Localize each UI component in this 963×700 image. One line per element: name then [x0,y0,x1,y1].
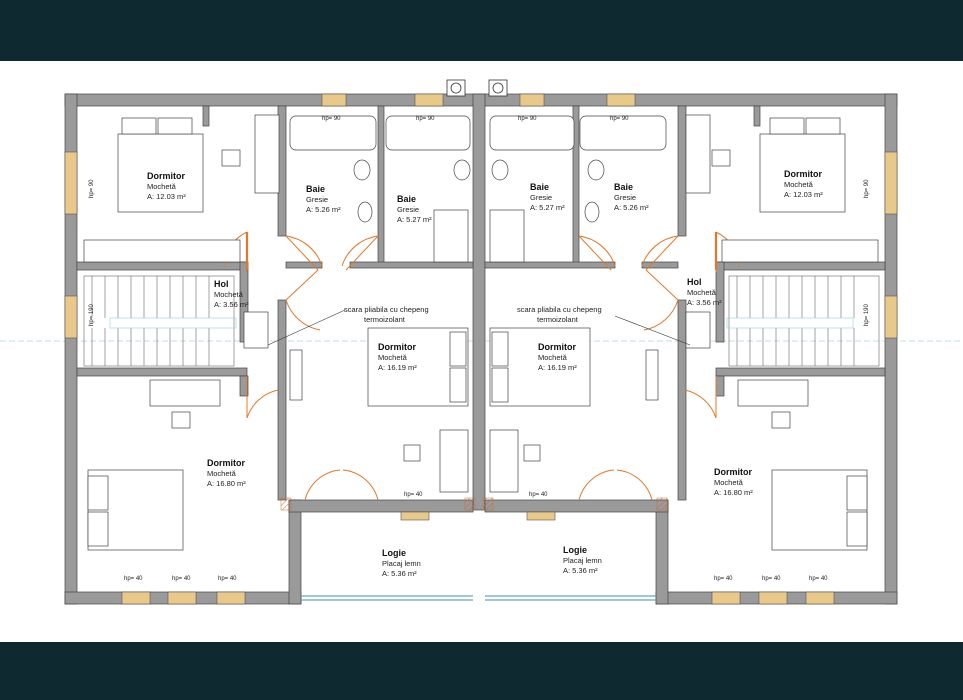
chimney-icon [446,79,508,97]
room-floor-baie1: Gresie [306,195,328,204]
logie-railing [301,595,656,601]
room-area-dorm3: A: 16.19 m² [378,363,417,372]
room-name-logie1: Logie [382,548,406,558]
room-area-dorm4: A: 16.19 m² [538,363,577,372]
room-floor-dorm5: Mochetă [207,469,237,478]
room-name-baie4: Baie [614,182,633,192]
door-leaves [245,232,718,270]
room-area-logie1: A: 5.36 m² [382,569,417,578]
window-label: hp= 40 [529,492,548,498]
room-name-dorm4: Dormitor [538,342,576,352]
room-floor-hol1: Mochetă [214,290,244,299]
window-label: hp= 190 [864,303,870,326]
room-floor-logie1: Placaj lemn [382,559,421,568]
room-area-baie3: A: 5.27 m² [530,203,565,212]
window-label: hp= 90 [610,116,629,122]
room-name-dorm3: Dormitor [378,342,416,352]
window-label: hp= 40 [809,576,828,582]
room-area-logie2: A: 5.36 m² [563,566,598,575]
room-floor-dorm3: Mochetă [378,353,408,362]
room-floor-baie4: Gresie [614,193,636,202]
window-label: hp= 40 [218,576,237,582]
room-area-dorm1: A: 12.03 m² [147,192,186,201]
stair-note-1-line2: termoizolant [364,315,406,324]
leader-lines [267,309,691,346]
room-floor-baie3: Gresie [530,193,552,202]
top-band [0,0,963,61]
room-name-dorm5: Dormitor [207,458,245,468]
window-label: hp= 40 [172,576,191,582]
room-area-baie2: A: 5.27 m² [397,215,432,224]
room-floor-dorm2: Mochetă [784,180,814,189]
room-area-baie1: A: 5.26 m² [306,205,341,214]
window-label: hp= 40 [762,576,781,582]
room-area-hol2: A: 3.56 m² [687,298,722,307]
window-label: hp= 90 [322,116,341,122]
wall-hatch [280,497,668,511]
window-label: hp= 40 [124,576,143,582]
window-label: hp= 90 [416,116,435,122]
bottom-band [0,642,963,700]
room-labels: Dormitor Mochetă A: 12.03 m² Baie Gresie… [147,169,823,578]
room-area-hol1: A: 3.56 m² [214,300,249,309]
room-name-baie2: Baie [397,194,416,204]
stair-note-1-line1: scara pliabila cu chepeng [344,305,429,314]
room-name-dorm1: Dormitor [147,171,185,181]
room-floor-logie2: Placaj lemn [563,556,602,565]
window-label: hp= 190 [89,303,95,326]
window-labels: hp= 90 hp= 90 hp= 90 hp= 90 hp= 90 hp= 9… [89,116,870,582]
room-name-baie1: Baie [306,184,325,194]
room-area-dorm6: A: 16.80 m² [714,488,753,497]
room-area-dorm5: A: 16.80 m² [207,479,246,488]
window-label: hp= 40 [714,576,733,582]
room-name-dorm2: Dormitor [784,169,822,179]
room-floor-dorm6: Mochetă [714,478,744,487]
room-name-hol1: Hol [214,279,229,289]
room-floor-baie2: Gresie [397,205,419,214]
room-name-hol2: Hol [687,277,702,287]
room-name-baie3: Baie [530,182,549,192]
window-label: hp= 90 [864,179,870,198]
window-label: hp= 40 [404,492,423,498]
room-name-logie2: Logie [563,545,587,555]
room-name-dorm6: Dormitor [714,467,752,477]
window-label: hp= 90 [89,179,95,198]
room-floor-dorm1: Mochetă [147,182,177,191]
stairs [83,275,880,367]
stair-note-2-line2: termoizolant [537,315,579,324]
room-area-baie4: A: 5.26 m² [614,203,649,212]
windows [64,93,898,605]
stair-notes: scara pliabila cu chepeng termoizolant s… [344,305,602,324]
furniture [83,114,879,551]
room-area-dorm2: A: 12.03 m² [784,190,823,199]
room-floor-hol2: Mochetă [687,288,717,297]
room-floor-dorm4: Mochetă [538,353,568,362]
window-label: hp= 90 [518,116,537,122]
stair-note-2-line1: scara pliabila cu chepeng [517,305,602,314]
